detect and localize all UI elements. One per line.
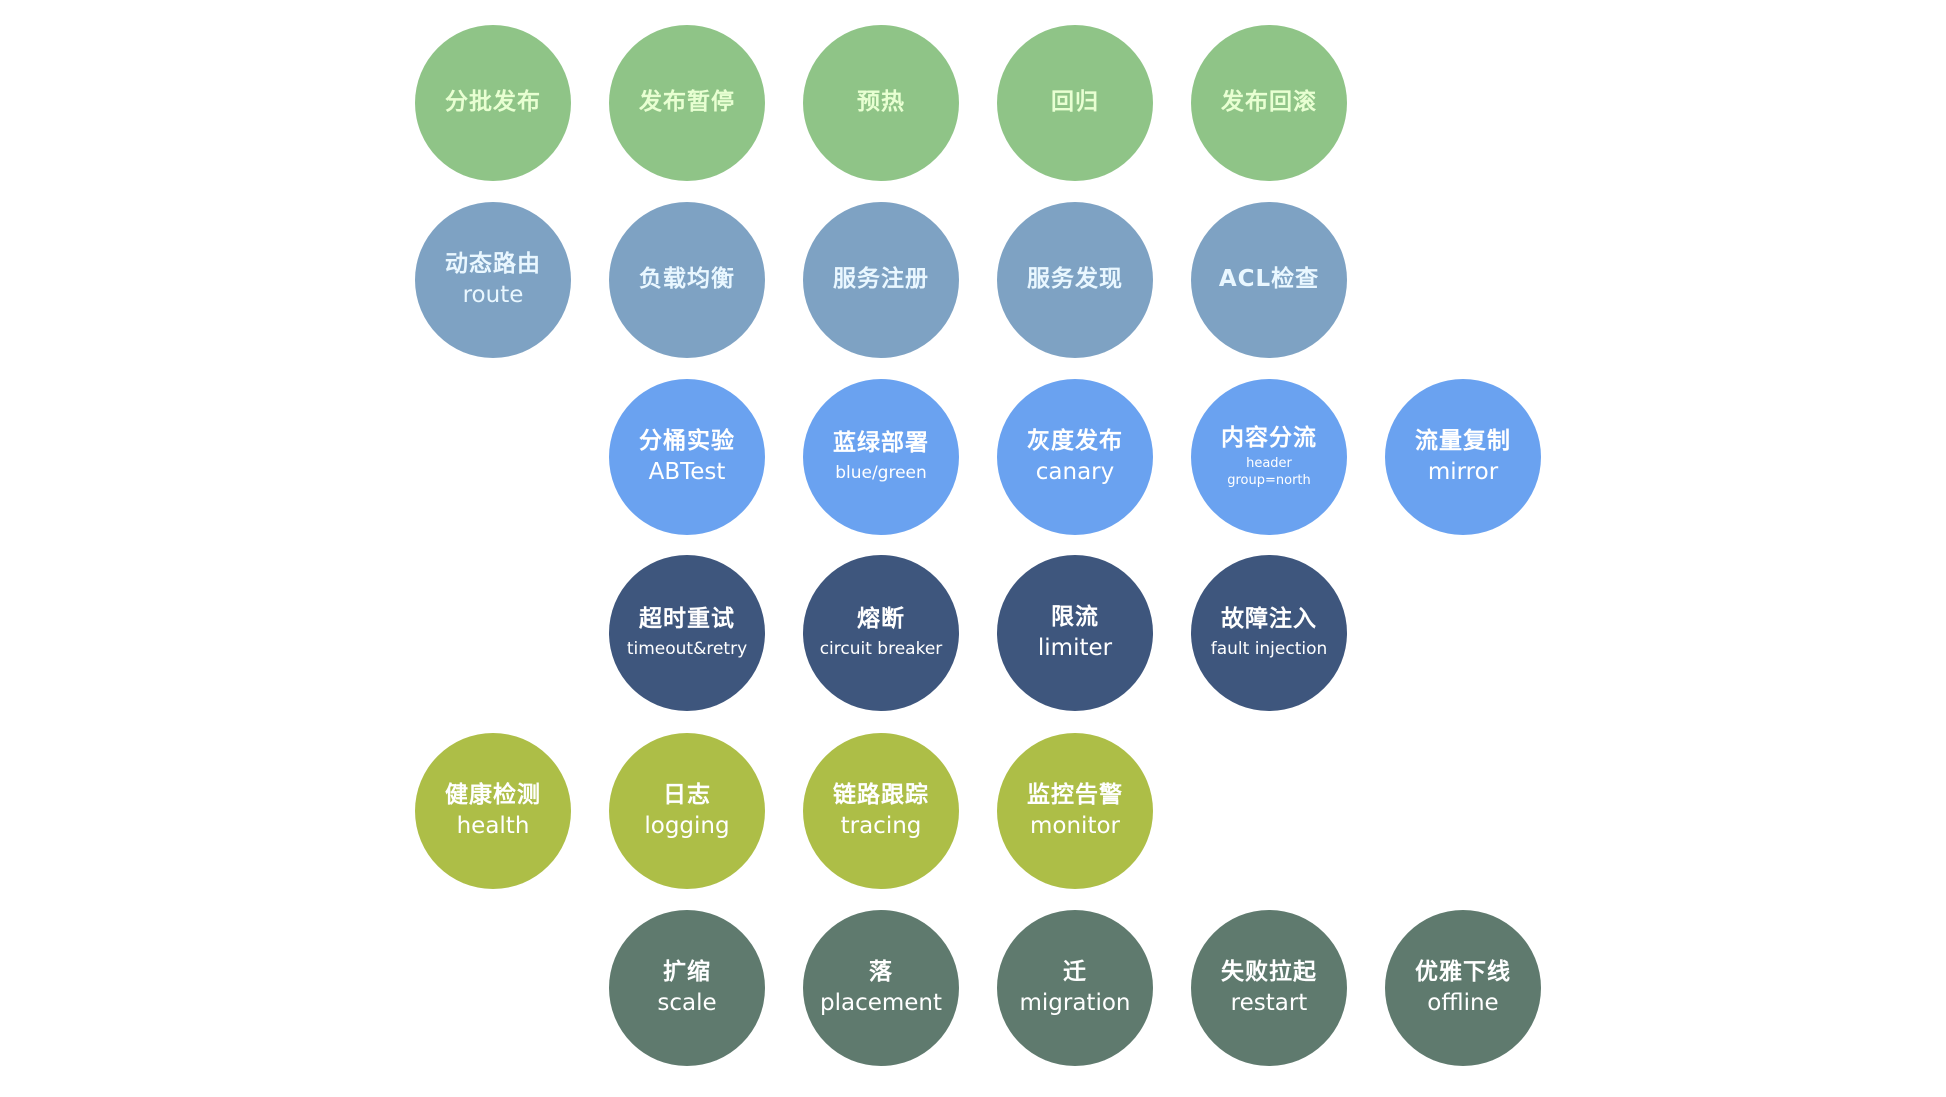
node-label: 扩缩 (663, 958, 711, 985)
node-label: 预热 (857, 89, 905, 116)
node-sublabel: logging (644, 813, 730, 839)
node-label: 服务发现 (1027, 266, 1123, 293)
node-sublabel-2: group=north (1227, 472, 1311, 488)
node-sublabel: blue/green (835, 462, 927, 483)
node-sublabel: migration (1019, 990, 1131, 1016)
node-limiter: 限流 limiter (997, 555, 1153, 711)
node-fault-injection: 故障注入 fault injection (1191, 555, 1347, 711)
node-label: ACL检查 (1218, 266, 1320, 293)
node-blue-green: 蓝绿部署 blue/green (803, 379, 959, 535)
node-label: 熔断 (857, 606, 905, 633)
node-label: 分桶实验 (639, 427, 735, 454)
node-circuit-breaker: 熔断 circuit breaker (803, 555, 959, 711)
node-label: 链路跟踪 (833, 781, 929, 808)
node-service-discovery: 服务发现 (997, 202, 1153, 358)
node-dynamic-route: 动态路由 route (415, 202, 571, 358)
node-sublabel: placement (819, 990, 943, 1016)
node-label: 发布暂停 (639, 89, 735, 116)
node-load-balance: 负载均衡 (609, 202, 765, 358)
node-label: 监控告警 (1027, 781, 1123, 808)
node-label: 发布回滚 (1221, 89, 1317, 116)
node-sublabel: monitor (1030, 813, 1120, 839)
node-label: 故障注入 (1221, 606, 1317, 633)
node-label: 迁 (1063, 958, 1087, 985)
node-label: 健康检测 (445, 781, 541, 808)
node-sublabel: header (1246, 455, 1292, 471)
node-scale: 扩缩 scale (609, 910, 765, 1066)
node-sublabel: timeout&retry (626, 638, 748, 659)
node-health: 健康检测 health (415, 733, 571, 889)
node-sublabel: mirror (1427, 459, 1499, 485)
node-content-split: 内容分流 header group=north (1191, 379, 1347, 535)
node-traffic-mirror: 流量复制 mirror (1385, 379, 1541, 535)
node-label: 超时重试 (639, 606, 735, 633)
node-sublabel: health (456, 813, 530, 839)
node-label: 日志 (663, 781, 711, 808)
node-migration: 迁 migration (997, 910, 1153, 1066)
node-sublabel: canary (1035, 459, 1115, 485)
node-warmup: 预热 (803, 25, 959, 181)
node-sublabel: tracing (840, 813, 922, 839)
node-service-register: 服务注册 (803, 202, 959, 358)
node-sublabel: limiter (1037, 635, 1113, 661)
node-label: 限流 (1051, 603, 1099, 630)
node-sublabel: ABTest (648, 459, 726, 485)
node-label: 失败拉起 (1221, 958, 1317, 985)
node-label: 分批发布 (445, 89, 541, 116)
node-sublabel: fault injection (1210, 638, 1328, 659)
node-batch-release: 分批发布 (415, 25, 571, 181)
node-regression: 回归 (997, 25, 1153, 181)
node-label: 回归 (1051, 89, 1099, 116)
node-offline: 优雅下线 offline (1385, 910, 1541, 1066)
node-sublabel: route (462, 282, 524, 308)
node-release-pause: 发布暂停 (609, 25, 765, 181)
node-label: 蓝绿部署 (833, 430, 929, 457)
node-placement: 落 placement (803, 910, 959, 1066)
node-label: 内容分流 (1221, 425, 1317, 452)
node-monitor: 监控告警 monitor (997, 733, 1153, 889)
node-sublabel: circuit breaker (819, 638, 943, 659)
node-label: 负载均衡 (639, 266, 735, 293)
node-tracing: 链路跟踪 tracing (803, 733, 959, 889)
node-sublabel: restart (1230, 990, 1308, 1016)
node-abtest: 分桶实验 ABTest (609, 379, 765, 535)
node-sublabel: offline (1427, 990, 1499, 1016)
node-label: 优雅下线 (1415, 958, 1511, 985)
node-label: 灰度发布 (1027, 427, 1123, 454)
node-canary: 灰度发布 canary (997, 379, 1153, 535)
node-sublabel: scale (657, 990, 717, 1016)
node-logging: 日志 logging (609, 733, 765, 889)
node-label: 动态路由 (445, 250, 541, 277)
node-restart: 失败拉起 restart (1191, 910, 1347, 1066)
node-release-rollback: 发布回滚 (1191, 25, 1347, 181)
node-label: 流量复制 (1415, 427, 1511, 454)
node-label: 落 (869, 958, 893, 985)
node-acl-check: ACL检查 (1191, 202, 1347, 358)
node-timeout-retry: 超时重试 timeout&retry (609, 555, 765, 711)
node-label: 服务注册 (833, 266, 929, 293)
